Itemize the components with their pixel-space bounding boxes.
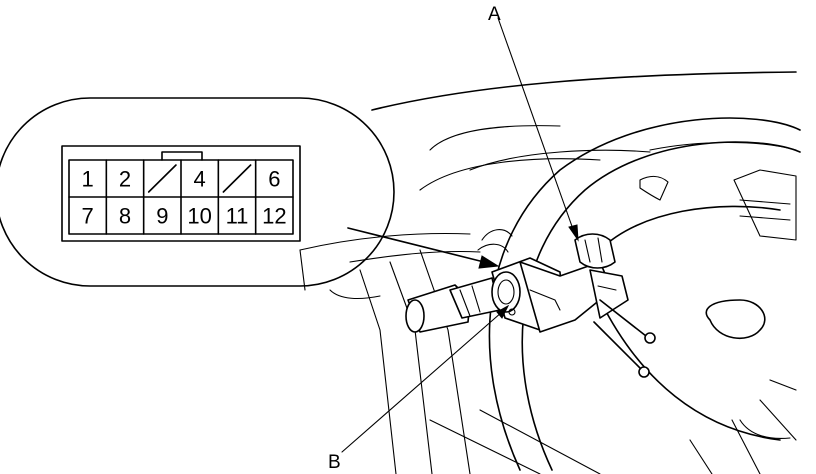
pin-number: 9 (156, 204, 168, 229)
leader-line-a (497, 17, 579, 242)
pin-number: 11 (226, 204, 249, 229)
callout-label-b: B (328, 452, 341, 473)
connector-inset-bubble (0, 97, 395, 287)
pin-number: 2 (119, 167, 131, 192)
pin-number: 8 (119, 204, 131, 229)
connector-leader-arrow (347, 227, 500, 269)
callout-label-a: A (488, 4, 501, 25)
pin-number: 12 (262, 204, 286, 229)
empty-pin-slash (147, 164, 177, 193)
pin-number: 7 (82, 204, 94, 229)
pin-number: 6 (268, 167, 280, 192)
empty-pin-slash (222, 164, 252, 193)
leader-line-b (341, 304, 510, 453)
pin-number: 4 (194, 167, 206, 192)
steering-wheel (488, 117, 801, 471)
pin-number: 1 (82, 167, 94, 192)
pin-number: 10 (187, 204, 211, 229)
combination-switch-assembly (405, 229, 656, 378)
